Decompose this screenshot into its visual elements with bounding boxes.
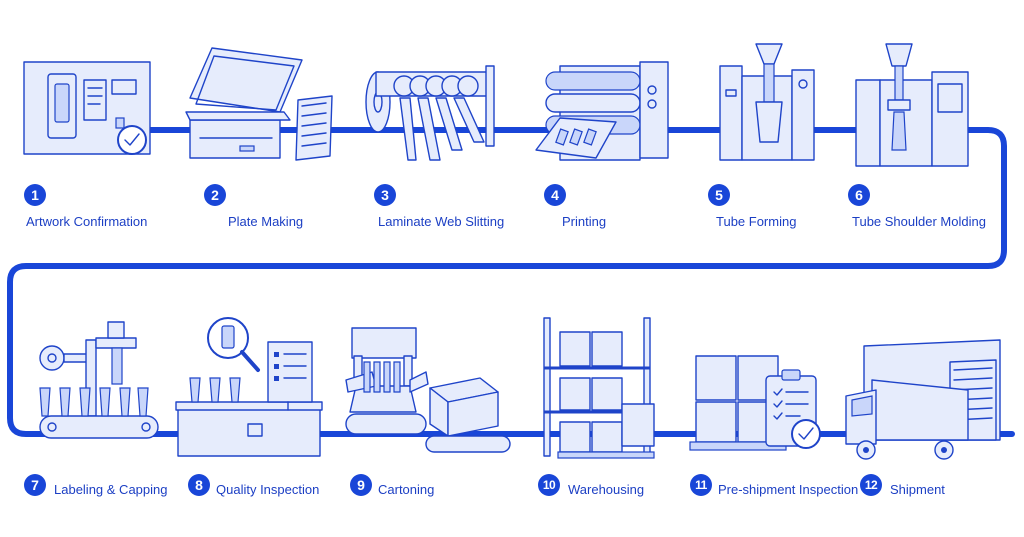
step-label-shipment: Shipment xyxy=(890,482,945,497)
step-label-cartoning: Cartoning xyxy=(378,482,435,497)
step-number-3: 3 xyxy=(374,184,396,206)
step-number-11: 11 xyxy=(690,474,712,496)
step-number-8: 8 xyxy=(188,474,210,496)
step-number-4: 4 xyxy=(544,184,566,206)
step-label-tube-forming: Tube Forming xyxy=(716,214,797,229)
step-number-1: 1 xyxy=(24,184,46,206)
step-label-quality-inspection: Quality Inspection xyxy=(216,482,320,497)
step-number-7: 7 xyxy=(24,474,46,496)
step-label-artwork-confirmation: Artwork Confirmation xyxy=(26,214,148,229)
step-label-warehousing: Warehousing xyxy=(568,482,645,497)
step-label-pre-shipment-inspection: Pre-shipment Inspection xyxy=(718,482,859,497)
step-number-12: 12 xyxy=(860,474,882,496)
step-number-9: 9 xyxy=(350,474,372,496)
step-number-2: 2 xyxy=(204,184,226,206)
step-label-labeling-capping: Labeling & Capping xyxy=(54,482,168,497)
step-number-6: 6 xyxy=(848,184,870,206)
step-label-laminate-web-slitting: Laminate Web Slitting xyxy=(378,214,505,229)
step-label-plate-making: Plate Making xyxy=(228,214,304,229)
step-number-5: 5 xyxy=(708,184,730,206)
step-number-10: 10 xyxy=(538,474,560,496)
step-label-tube-shoulder-molding: Tube Shoulder Molding xyxy=(852,214,986,229)
step-label-printing: Printing xyxy=(562,214,607,229)
